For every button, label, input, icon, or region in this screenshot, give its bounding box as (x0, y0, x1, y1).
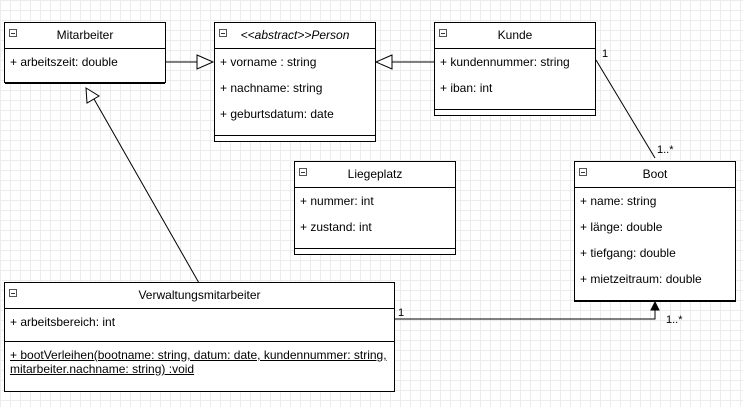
attribute: + tiefgang: double (580, 246, 676, 260)
attribute: + kundennummer: string (440, 55, 570, 69)
edge-verwaltung-mitarbeiter[interactable] (85, 87, 200, 284)
attribute: + iban: int (440, 81, 493, 95)
class-name: Verwaltungsmitarbeiter (138, 288, 261, 302)
class-verwaltungsmitarbeiter[interactable]: Verwaltungsmitarbeiter + arbeitsbereich:… (4, 282, 395, 392)
attribute: + länge: double (580, 220, 663, 234)
collapse-icon[interactable] (579, 168, 587, 176)
edge-kunde-person[interactable] (374, 54, 434, 70)
attribute: + mietzeitraum: double (580, 272, 702, 286)
attribute: + arbeitszeit: double (10, 55, 118, 69)
multiplicity-label: 1 (602, 48, 609, 60)
class-kunde[interactable]: Kunde + kundennummer: string + iban: int (434, 22, 596, 116)
collapse-icon[interactable] (299, 168, 307, 176)
multiplicity-label: 1 (398, 307, 405, 319)
edge-kunde-boot[interactable] (595, 59, 656, 159)
collapse-icon[interactable] (439, 29, 447, 37)
class-header: Boot (575, 162, 735, 188)
attribute: + nummer: int (300, 194, 374, 208)
class-mitarbeiter[interactable]: Mitarbeiter + arbeitszeit: double (4, 22, 166, 84)
class-header: Mitarbeiter (5, 23, 165, 49)
compartment-divider (575, 300, 735, 301)
class-liegeplatz[interactable]: Liegeplatz + nummer: int + zustand: int (294, 161, 456, 255)
compartment-divider (5, 341, 394, 342)
collapse-icon[interactable] (9, 29, 17, 37)
class-name: Boot (642, 167, 668, 181)
attribute: + vorname : string (220, 55, 317, 69)
compartment-divider (215, 135, 375, 136)
class-name: Kunde (497, 28, 533, 42)
multiplicity-label: 1..* (666, 314, 683, 326)
compartment-divider (295, 248, 455, 249)
collapse-icon[interactable] (219, 29, 227, 37)
class-header: <<abstract>>Person (215, 23, 375, 49)
class-header: Verwaltungsmitarbeiter (5, 283, 394, 309)
attribute: + nachname: string (220, 81, 323, 95)
class-boot[interactable]: Boot + name: string + länge: double + ti… (574, 161, 736, 302)
operation: + bootVerleihen(bootname: string, datum:… (10, 348, 387, 376)
compartment-divider (5, 83, 165, 84)
compartment-divider (435, 109, 595, 110)
class-header: Kunde (435, 23, 595, 49)
edge-verwaltung-boot[interactable] (395, 300, 660, 320)
attribute: + name: string (580, 194, 657, 208)
attribute: + arbeitsbereich: int (10, 315, 116, 329)
collapse-icon[interactable] (9, 289, 17, 297)
class-name: <<abstract>>Person (240, 28, 350, 42)
class-header: Liegeplatz (295, 162, 455, 188)
class-name: Mitarbeiter (56, 28, 114, 42)
attribute: + geburtsdatum: date (220, 107, 334, 121)
class-person[interactable]: <<abstract>>Person + vorname : string + … (214, 22, 376, 142)
attribute: + zustand: int (300, 220, 372, 234)
multiplicity-label: 1..* (657, 144, 674, 156)
class-name: Liegeplatz (347, 167, 403, 181)
edge-mitarbeiter-person[interactable] (165, 54, 215, 70)
